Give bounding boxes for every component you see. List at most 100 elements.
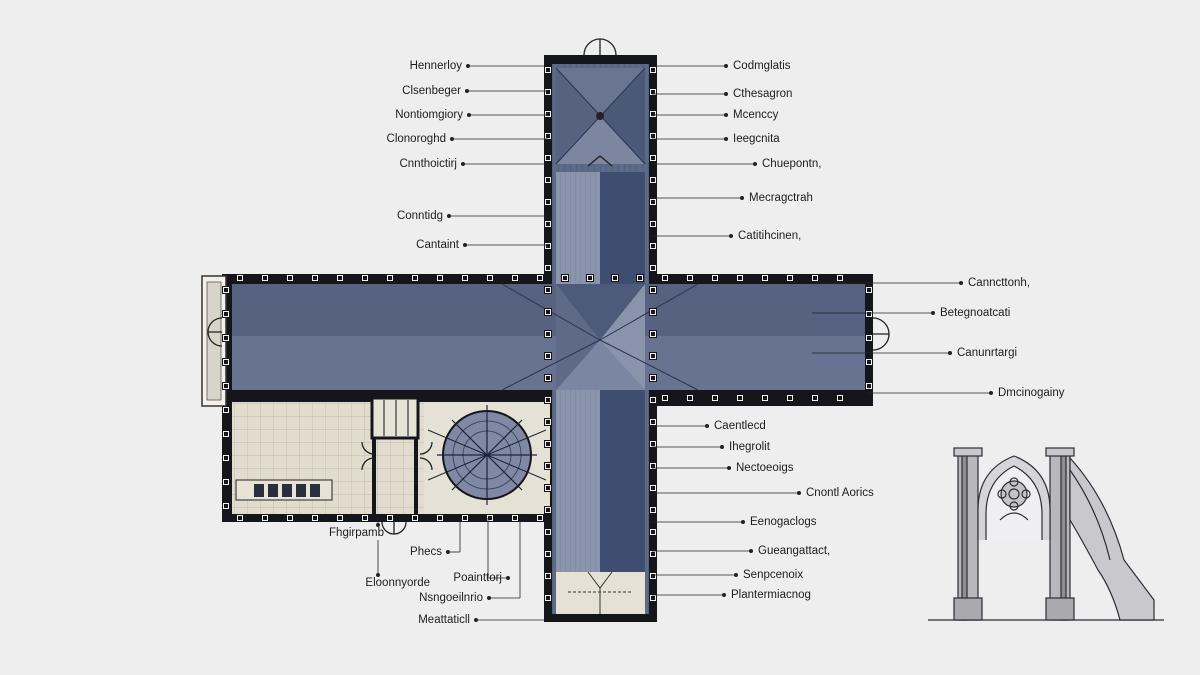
callout-label: Cthesagron (733, 88, 793, 100)
leader-dot (931, 310, 936, 315)
leader-dot (375, 523, 380, 528)
pier-core (651, 442, 655, 446)
gothic-arch-elevation (928, 447, 1164, 621)
pier-core (651, 464, 655, 468)
pier-core (546, 398, 550, 402)
pier-core (651, 222, 655, 226)
pier-core (651, 266, 655, 270)
pier-core (238, 276, 242, 280)
pier-core (763, 276, 767, 280)
pier-core (867, 336, 871, 340)
pier-core (413, 516, 417, 520)
pier-core (867, 312, 871, 316)
pier-core (546, 552, 550, 556)
pier-core (363, 516, 367, 520)
pier-core (463, 516, 467, 520)
pier-core (651, 134, 655, 138)
callout-label: Canunrtargi (957, 347, 1018, 359)
pier-core (788, 396, 792, 400)
callout-label: Chuepontn, (762, 158, 822, 170)
pier-core (813, 396, 817, 400)
pier-core (651, 310, 655, 314)
callout-label: Senpcenoix (743, 569, 804, 581)
south-porch (556, 571, 645, 614)
pier-core (363, 276, 367, 280)
pier-core (563, 276, 567, 280)
leader-dot (724, 64, 729, 69)
pier-core (263, 516, 267, 520)
pier-core (546, 134, 550, 138)
pier-core (651, 178, 655, 182)
callout-label: Caentlecd (714, 420, 766, 432)
pier-core (651, 530, 655, 534)
callout-label: Mcenccy (733, 109, 779, 121)
pier-core (651, 508, 655, 512)
leader-dot (449, 136, 454, 141)
porch-floor (206, 281, 222, 401)
pier-core (413, 276, 417, 280)
pier-core (688, 396, 692, 400)
pier-core (263, 276, 267, 280)
leader-dot (465, 64, 470, 69)
leader-dot (486, 596, 491, 601)
pier-core (651, 288, 655, 292)
callout-label: Ihegrolit (729, 441, 770, 453)
callout-label: Betegnoatcati (940, 307, 1011, 319)
leader-dot (724, 113, 729, 118)
leader-dot (462, 242, 467, 247)
pier-core (338, 516, 342, 520)
callout-label: Cnontl Aorics (806, 487, 874, 499)
leader-dot (729, 233, 734, 238)
pier-core (651, 244, 655, 248)
callout-label: Cnnthoictirj (399, 158, 457, 170)
pier-core (288, 276, 292, 280)
pier-core (224, 456, 228, 460)
pier-core (513, 516, 517, 520)
pier-core (538, 516, 542, 520)
pier-core (224, 384, 228, 388)
leader-dot (724, 92, 729, 97)
leader-dot (797, 490, 802, 495)
pier-core (546, 420, 550, 424)
leader-dot (734, 573, 739, 578)
pier-core (546, 596, 550, 600)
leader-dot (753, 161, 758, 166)
callout-label: Cantaint (416, 239, 459, 251)
leader-dot (460, 161, 465, 166)
leader-dot (705, 423, 710, 428)
pier-core (438, 276, 442, 280)
pier-core (688, 276, 692, 280)
callout-label: Hennerloy (409, 60, 462, 72)
pier-core (663, 396, 667, 400)
pier-core (546, 90, 550, 94)
leader-dot (740, 195, 745, 200)
pier-core (338, 276, 342, 280)
pier-core (651, 200, 655, 204)
pier-core (546, 200, 550, 204)
callout-label: Gueangattact, (758, 545, 831, 557)
callout-label: Ieegcnita (733, 133, 780, 145)
pier-core (546, 112, 550, 116)
leader-dot (375, 573, 380, 578)
pier-core (513, 276, 517, 280)
pier-core (546, 332, 550, 336)
pier-core (651, 596, 655, 600)
pier-core (546, 266, 550, 270)
callout-label: Dmcinogainy (998, 387, 1065, 399)
callout-label: Nontiomgiory (395, 109, 463, 121)
callout-label: Nsngoeilnrio (419, 592, 483, 604)
pier-core (238, 516, 242, 520)
leader-dot (464, 89, 469, 94)
leader-dot (989, 390, 994, 395)
pier-core (651, 398, 655, 402)
pier-core (546, 530, 550, 534)
pier-core (224, 360, 228, 364)
pier-core (713, 276, 717, 280)
leader-dot (722, 593, 727, 598)
leader-dot (505, 576, 510, 581)
pier-core (788, 276, 792, 280)
pier-core (651, 156, 655, 160)
leader-dot (445, 550, 450, 555)
pier-core (651, 574, 655, 578)
pier-core (546, 574, 550, 578)
